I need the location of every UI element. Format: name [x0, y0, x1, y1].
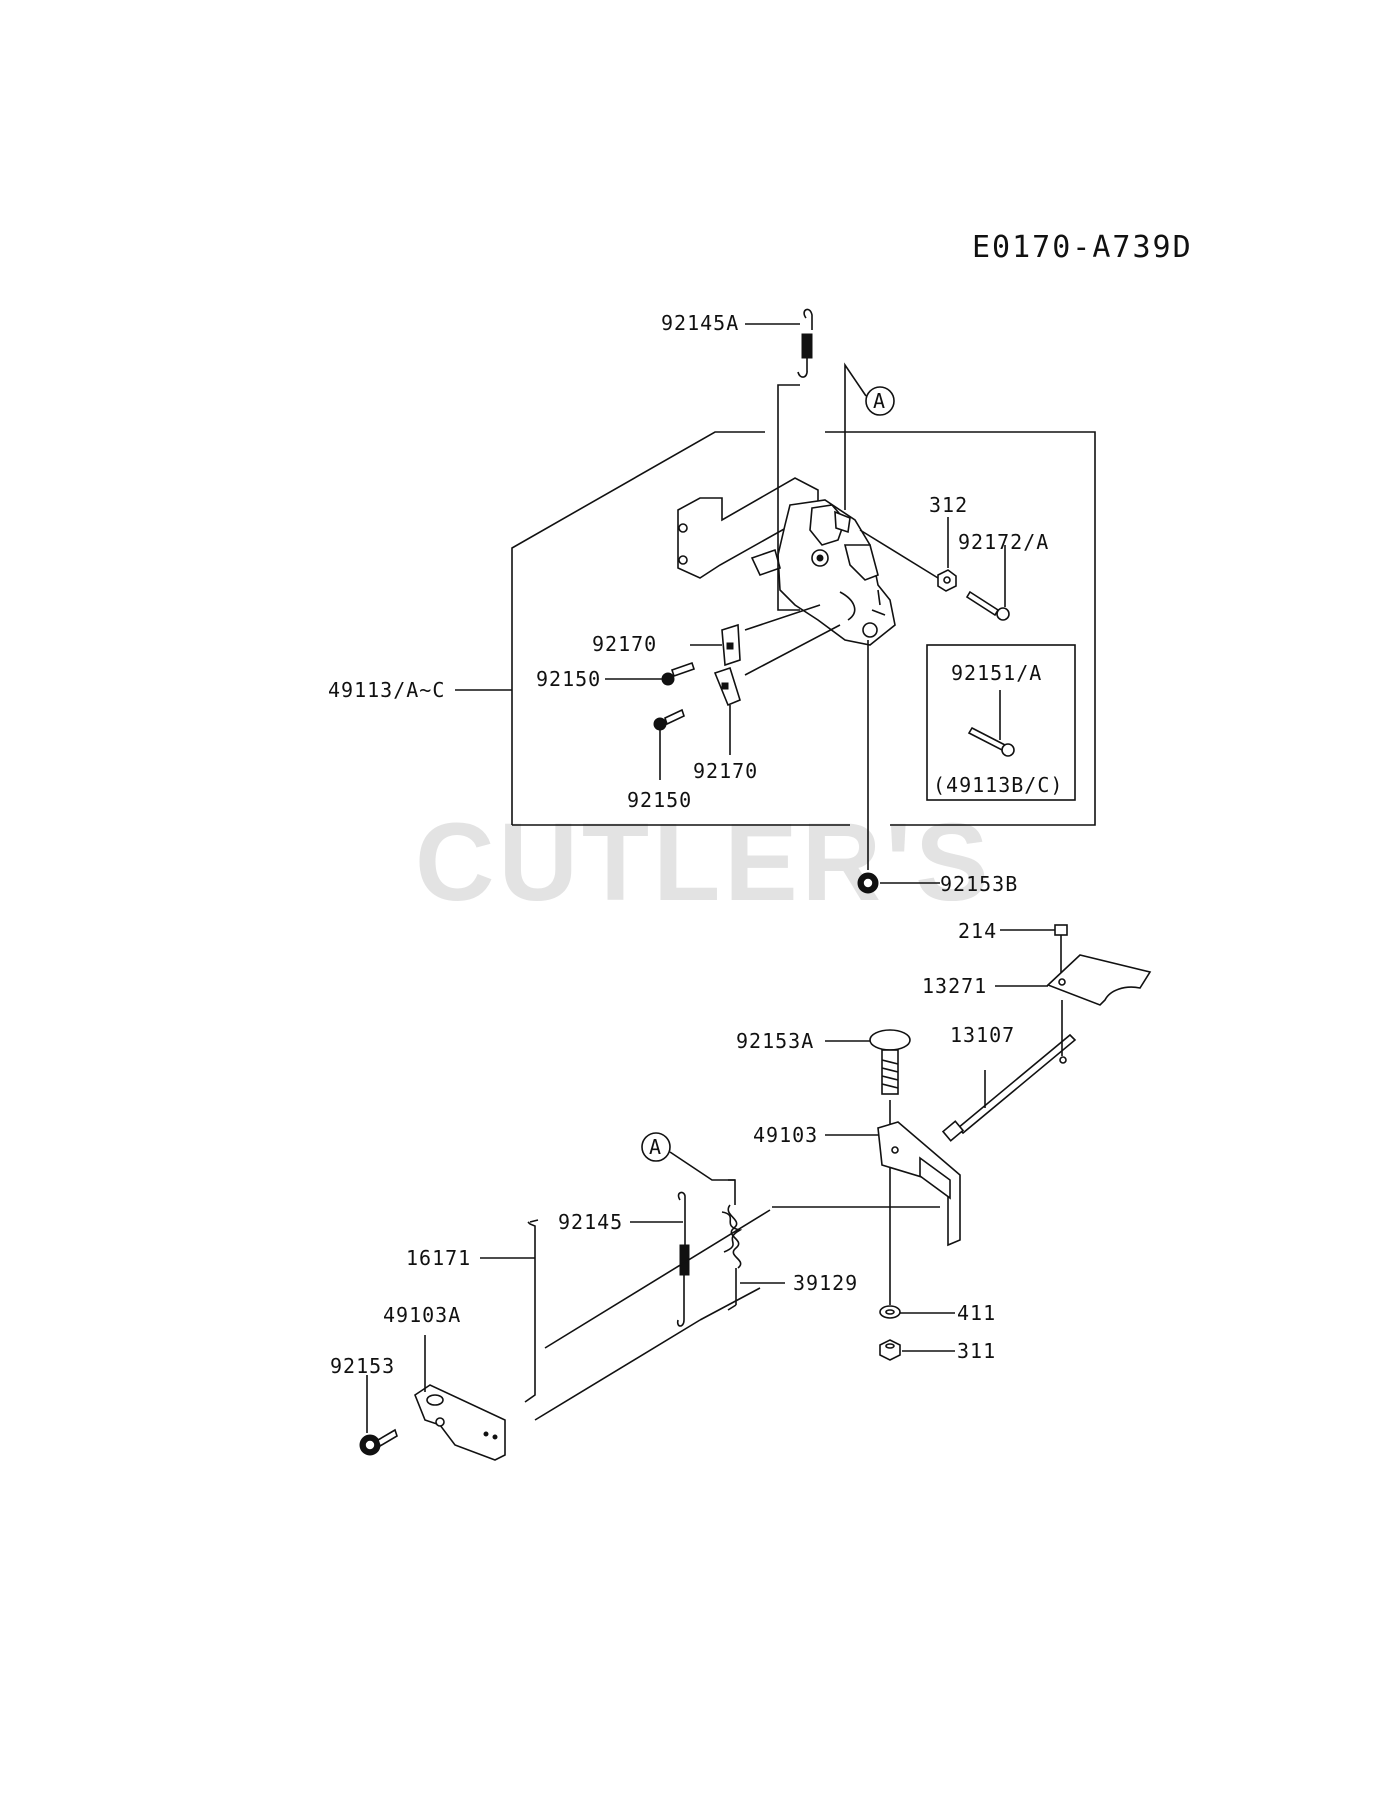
plate-13271: [1046, 954, 1152, 1006]
label-92150-lower: 92150: [627, 788, 692, 812]
label-49113bc: (49113B/C): [933, 773, 1063, 797]
bolt-92150-a: [661, 661, 696, 686]
screw-214: [1054, 924, 1068, 948]
label-13271: 13271: [922, 974, 987, 998]
bolt-92150-b: [653, 708, 685, 731]
bolt-92172a: [965, 590, 1010, 621]
clip-92170-b: [713, 666, 741, 707]
svg-text:A: A: [649, 1135, 662, 1159]
label-312: 312: [929, 493, 968, 517]
label-311: 311: [957, 1339, 996, 1363]
label-92145a: 92145A: [661, 311, 739, 335]
bolt-92153b: [857, 872, 879, 894]
rod-16171: [524, 1219, 539, 1403]
label-16171: 16171: [406, 1246, 471, 1270]
label-214: 214: [958, 919, 997, 943]
watermark: CUTLER'S: [415, 801, 993, 924]
clip-92170-a: [721, 623, 741, 667]
label-92170-lower: 92170: [693, 759, 758, 783]
label-92153a: 92153A: [736, 1029, 814, 1053]
label-92151a: 92151/A: [951, 661, 1042, 685]
label-49103: 49103: [753, 1123, 818, 1147]
nut-312: [937, 569, 957, 592]
callout-a-bottom: A: [641, 1132, 671, 1162]
label-13107: 13107: [950, 1023, 1015, 1047]
diagram-code: E0170-A739D: [972, 230, 1193, 265]
washer-411: [879, 1305, 901, 1319]
label-411: 411: [957, 1301, 996, 1325]
bolt-92151a: [967, 726, 1015, 757]
spring-92145: [676, 1191, 690, 1327]
label-92153b: 92153B: [940, 872, 1018, 896]
svg-text:A: A: [873, 389, 886, 413]
lever-49103: [877, 1121, 961, 1247]
bolt-92153a: [869, 1029, 911, 1095]
label-49103a: 49103A: [383, 1303, 461, 1327]
spring-39129: [721, 1179, 743, 1311]
bolt-92153: [359, 1428, 398, 1456]
plate-49103a: [414, 1384, 506, 1461]
callout-a-top: A: [865, 386, 895, 416]
bolt-option-box: [926, 644, 1076, 801]
label-49113: 49113/A~C: [328, 678, 445, 702]
label-92170-upper: 92170: [592, 632, 657, 656]
label-92153: 92153: [330, 1354, 395, 1378]
control-bracket: [677, 477, 896, 646]
label-39129: 39129: [793, 1271, 858, 1295]
shaft-13107: [941, 1033, 1077, 1142]
label-92172a: 92172/A: [958, 530, 1049, 554]
upper-assembly-frame: [511, 431, 1096, 826]
label-92145: 92145: [558, 1210, 623, 1234]
label-92150-upper: 92150: [536, 667, 601, 691]
spring-92145a: [797, 308, 813, 378]
nut-311: [879, 1339, 901, 1361]
